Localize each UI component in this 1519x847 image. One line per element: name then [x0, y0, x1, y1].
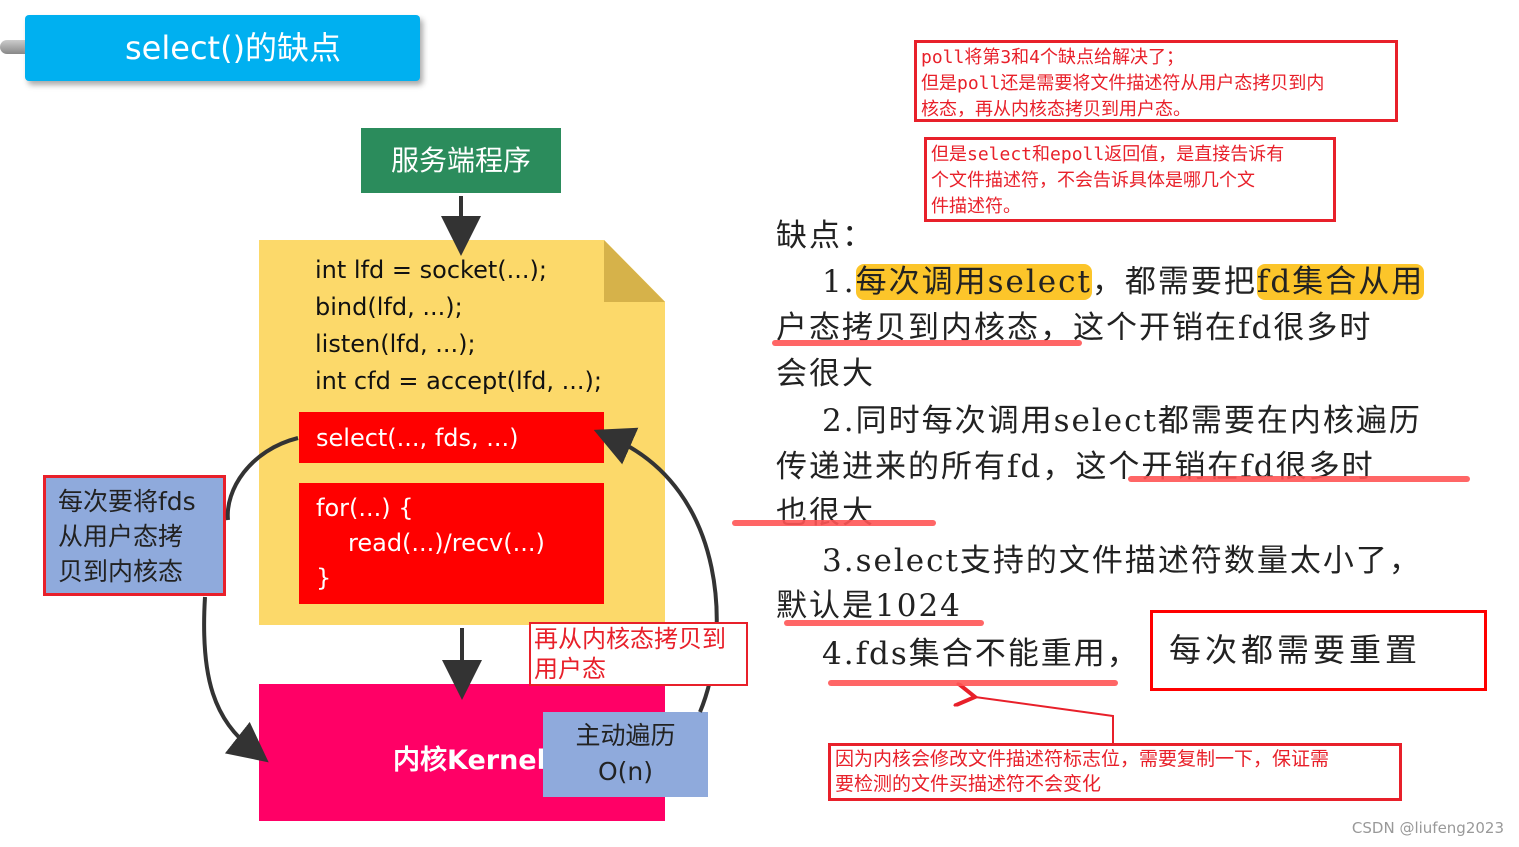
- copy-to-kernel-note: 每次要将fds 从用户态拷 贝到内核态: [43, 475, 226, 596]
- kernel-label: 内核Kernel: [393, 745, 546, 776]
- note-line: 核态，再从内核态拷贝到用户态。: [921, 99, 1191, 120]
- traverse-box: 主动遍历 O(n): [543, 712, 708, 797]
- note-line: 但是poll还是需要将文件描述符从用户态拷贝到内: [921, 73, 1325, 94]
- note-line: 每次要将fds: [58, 487, 196, 516]
- drawback-4-line: 4.fds集合不能重用，: [822, 636, 1140, 672]
- note-line: 件描述符。: [931, 196, 1021, 217]
- poll-note: poll将第3和4个缺点给解决了； 但是poll还是需要将文件描述符从用户态拷贝…: [914, 40, 1398, 122]
- watermark: CSDN @liufeng2023: [1351, 819, 1504, 837]
- complexity-label: O(n): [597, 757, 654, 786]
- loop-line: for(...) {: [316, 494, 414, 522]
- drawback-3-line: 默认是1024: [776, 588, 962, 624]
- drawback-2-line: 2.同时每次调用select都需要在内核遍历: [822, 403, 1422, 439]
- slide-title: select()的缺点: [25, 15, 420, 81]
- drawback-3-line: 3.select支持的文件描述符数量太小了，: [822, 543, 1422, 579]
- loop-line: read(...)/recv(...): [348, 529, 545, 557]
- underline-mark: [732, 520, 936, 526]
- curve-connector: [225, 436, 299, 521]
- epoll-note: 但是select和epoll返回值，是直接告诉有 个文件描述符，不会告诉具体是哪…: [924, 137, 1336, 222]
- code-line: bind(lfd, ...);: [315, 293, 463, 321]
- underline-mark: [784, 620, 984, 626]
- highlight: 每次调用select: [855, 264, 1092, 300]
- loop-line: }: [316, 564, 332, 592]
- drawback-1-line: 1.每次调用select，都需要把fd集合从用: [822, 256, 1425, 301]
- underline-mark: [1128, 476, 1470, 482]
- highlight: fd集合从用: [1256, 264, 1425, 300]
- note-line: 贝到内核态: [58, 557, 184, 586]
- server-program-box: 服务端程序: [361, 128, 561, 193]
- text: ，都需要把: [1091, 264, 1257, 300]
- drawbacks-heading: 缺点：: [776, 218, 875, 254]
- text: ，这个开销在fd很多时: [1040, 310, 1373, 346]
- note-line: 要检测的文件买描述符不会变化: [835, 773, 1102, 795]
- note-line: poll将第3和4个缺点给解决了；: [921, 47, 1185, 68]
- drawback-1-line: 会很大: [776, 356, 875, 392]
- code-line: int cfd = accept(lfd, ...);: [315, 367, 602, 395]
- underline-mark: [772, 340, 1082, 346]
- arrow-to-kernel-icon: [202, 596, 269, 763]
- select-call-box: [299, 412, 604, 463]
- select-call: select(..., fds, ...): [316, 424, 519, 452]
- loop-box: [299, 483, 604, 604]
- text: 1.: [822, 264, 856, 300]
- note-line: 个文件描述符，不会告诉具体是哪几个文: [931, 170, 1255, 191]
- note-line: 再从内核态拷贝到: [534, 625, 726, 653]
- note-line: 因为内核会修改文件描述符标志位，需要复制一下，保证需: [835, 748, 1330, 770]
- copy-reason-note: 因为内核会修改文件描述符标志位，需要复制一下，保证需 要检测的文件买描述符不会变…: [828, 743, 1402, 801]
- note-line: 用户态: [534, 655, 606, 683]
- underline-mark: [828, 680, 1118, 686]
- reset-box: 每次都需要重置: [1150, 610, 1487, 691]
- annotation-arrow-icon: [975, 697, 1114, 743]
- note-line: 但是select和epoll返回值，是直接告诉有: [931, 144, 1285, 165]
- note-line: 从用户态拷: [58, 522, 184, 551]
- copy-back-note: 再从内核态拷贝到 用户态: [529, 622, 748, 686]
- code-line: int lfd = socket(...);: [315, 256, 547, 284]
- code-line: listen(lfd, ...);: [315, 330, 476, 358]
- traverse-label: 主动遍历: [575, 721, 676, 750]
